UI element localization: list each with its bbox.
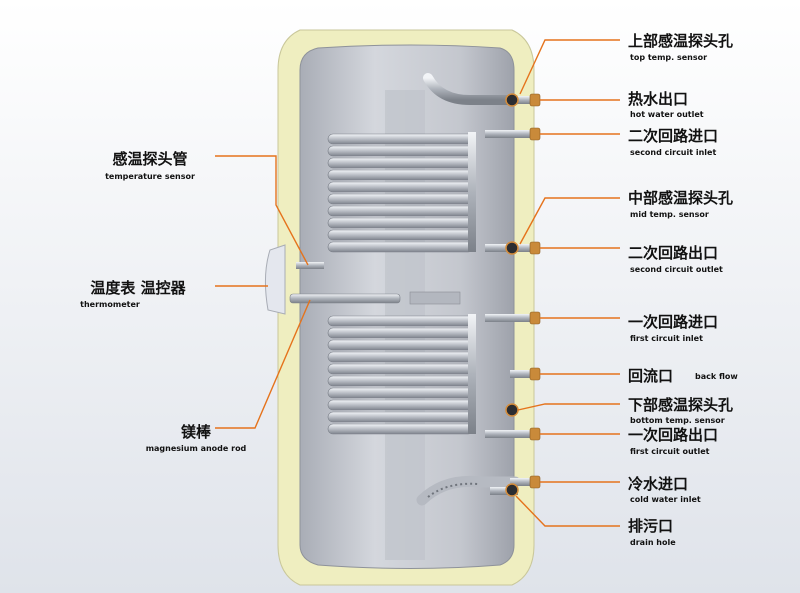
label-temperature-sensor-en: temperature sensor xyxy=(105,172,195,181)
coil-turn xyxy=(327,217,474,229)
coil-turn xyxy=(327,157,474,169)
label-anode-rod-en: magnesium anode rod xyxy=(146,444,247,453)
coil-riser xyxy=(468,132,476,252)
label-back-flow-zh: 回流口 xyxy=(628,367,673,385)
port-fitting xyxy=(529,241,541,255)
temperature-sensor-tube xyxy=(296,262,324,269)
left-labels: 感温探头管 temperature sensor 温度表 温控器 thermom… xyxy=(80,150,246,453)
coil-turn xyxy=(327,375,474,387)
sensor-socket xyxy=(505,483,519,497)
port-fitting xyxy=(529,127,541,141)
label-cold-water-inlet-zh: 冷水进口 xyxy=(628,475,688,493)
label-hot-water-outlet-en: hot water outlet xyxy=(630,110,704,119)
port-fitting xyxy=(529,311,541,325)
label-thermometer-en: thermometer xyxy=(80,300,140,309)
label-cold-water-inlet-en: cold water inlet xyxy=(630,495,701,504)
label-second-circuit-outlet-zh: 二次回路出口 xyxy=(628,244,718,262)
label-top-temp-sensor-zh: 上部感温探头孔 xyxy=(628,32,733,50)
port-fitting xyxy=(529,475,541,489)
drain-pipe xyxy=(490,487,518,495)
coil-turn xyxy=(327,351,474,363)
leader-line xyxy=(515,495,620,527)
coil-turn xyxy=(327,193,474,205)
label-hot-water-outlet-zh: 热水出口 xyxy=(628,90,688,108)
port-pipe xyxy=(510,370,540,378)
coil-turn xyxy=(327,423,474,435)
thermometer-housing xyxy=(264,244,286,315)
label-second-circuit-inlet-en: second circuit inlet xyxy=(630,148,716,157)
coil-turn xyxy=(327,181,474,193)
label-second-circuit-outlet-en: second circuit outlet xyxy=(630,265,723,274)
right-labels: 上部感温探头孔 top temp. sensor 热水出口 hot water … xyxy=(628,32,738,547)
leader-line xyxy=(215,299,311,429)
port-fitting xyxy=(529,93,541,107)
coil-turn xyxy=(327,387,474,399)
leader-line xyxy=(517,403,620,411)
cold-water-inlet-pipe xyxy=(416,475,521,506)
port-pipe xyxy=(485,130,540,138)
label-mid-temp-sensor-zh: 中部感温探头孔 xyxy=(628,189,733,207)
sensor-socket xyxy=(505,403,519,417)
label-first-circuit-outlet-zh: 一次回路出口 xyxy=(628,426,718,444)
label-drain-hole-zh: 排污口 xyxy=(628,517,673,535)
sensor-socket xyxy=(505,241,519,255)
upper-heat-exchanger-coil xyxy=(327,132,476,253)
port-pipe xyxy=(485,314,540,322)
port-pipe xyxy=(510,96,540,104)
coil-turn xyxy=(327,411,474,423)
port-pipe xyxy=(485,430,540,438)
label-anode-rod-zh: 镁棒 xyxy=(181,423,212,441)
label-mid-temp-sensor-en: mid temp. sensor xyxy=(630,210,709,219)
label-bottom-temp-sensor-en: bottom temp. sensor xyxy=(630,416,725,425)
label-second-circuit-inlet-zh: 二次回路进口 xyxy=(628,127,718,145)
coil-turn xyxy=(327,363,474,375)
label-first-circuit-outlet-en: first circuit outlet xyxy=(630,447,710,456)
sensor-socket xyxy=(505,93,519,107)
coil-turn xyxy=(327,145,474,157)
label-drain-hole-en: drain hole xyxy=(630,538,676,547)
leader-line xyxy=(519,39,620,95)
coil-turn xyxy=(327,229,474,241)
leader-lines xyxy=(215,39,620,527)
coil-turn xyxy=(327,399,474,411)
label-back-flow-en: back flow xyxy=(695,372,738,381)
label-bottom-temp-sensor-zh: 下部感温探头孔 xyxy=(628,396,733,414)
label-top-temp-sensor-en: top temp. sensor xyxy=(630,53,707,62)
label-first-circuit-inlet-en: first circuit inlet xyxy=(630,334,703,343)
label-temperature-sensor-zh: 感温探头管 xyxy=(112,150,187,168)
coil-turn xyxy=(327,169,474,181)
coil-turn xyxy=(327,315,474,327)
coil-turn xyxy=(327,205,474,217)
center-fitting xyxy=(409,291,461,305)
port-pipe xyxy=(510,478,540,486)
port-fitting xyxy=(529,427,541,441)
hot-water-outlet-pipe xyxy=(423,73,520,105)
port-fitting xyxy=(529,367,541,381)
lower-heat-exchanger-coil xyxy=(327,314,476,435)
coil-turn xyxy=(327,133,474,145)
coil-turn xyxy=(327,339,474,351)
leader-line xyxy=(519,197,620,245)
coil-riser xyxy=(468,314,476,434)
magnesium-anode-rod xyxy=(289,293,401,304)
label-thermometer-zh: 温度表 温控器 xyxy=(90,279,186,297)
coil-turn xyxy=(327,241,474,253)
leader-line xyxy=(215,155,309,266)
coil-turn xyxy=(327,327,474,339)
label-first-circuit-inlet-zh: 一次回路进口 xyxy=(628,313,718,331)
